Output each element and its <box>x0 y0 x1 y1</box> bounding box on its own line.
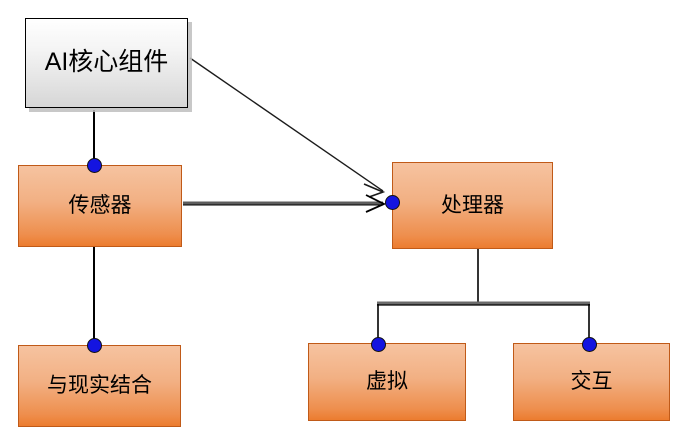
node-virtual[interactable]: 虚拟 <box>308 343 466 421</box>
node-ai-core[interactable]: AI核心组件 <box>25 18 188 108</box>
port-dot-reality-combine-top[interactable] <box>87 338 102 353</box>
edge-ai-core-to-processor <box>189 57 384 192</box>
port-dot-virtual-top[interactable] <box>371 337 386 352</box>
node-interaction-label: 交互 <box>570 370 613 394</box>
node-interaction[interactable]: 交互 <box>513 343 670 421</box>
arrowhead-ai-core-to-processor <box>363 183 386 198</box>
node-virtual-label: 虚拟 <box>366 370 408 394</box>
node-reality-combine-label: 与现实结合 <box>47 374 152 398</box>
node-processor-label: 处理器 <box>441 193 504 217</box>
arrowhead-sensor-to-processor <box>365 194 387 213</box>
node-sensor-label: 传感器 <box>68 194 132 218</box>
port-dot-sensor-top[interactable] <box>87 158 102 173</box>
node-processor[interactable]: 处理器 <box>392 162 553 249</box>
port-dot-interaction-top[interactable] <box>582 337 597 352</box>
node-reality-combine[interactable]: 与现实结合 <box>18 345 181 427</box>
port-dot-processor-left[interactable] <box>385 195 400 210</box>
node-sensor[interactable]: 传感器 <box>18 165 182 247</box>
node-ai-core-label: AI核心组件 <box>44 48 169 77</box>
